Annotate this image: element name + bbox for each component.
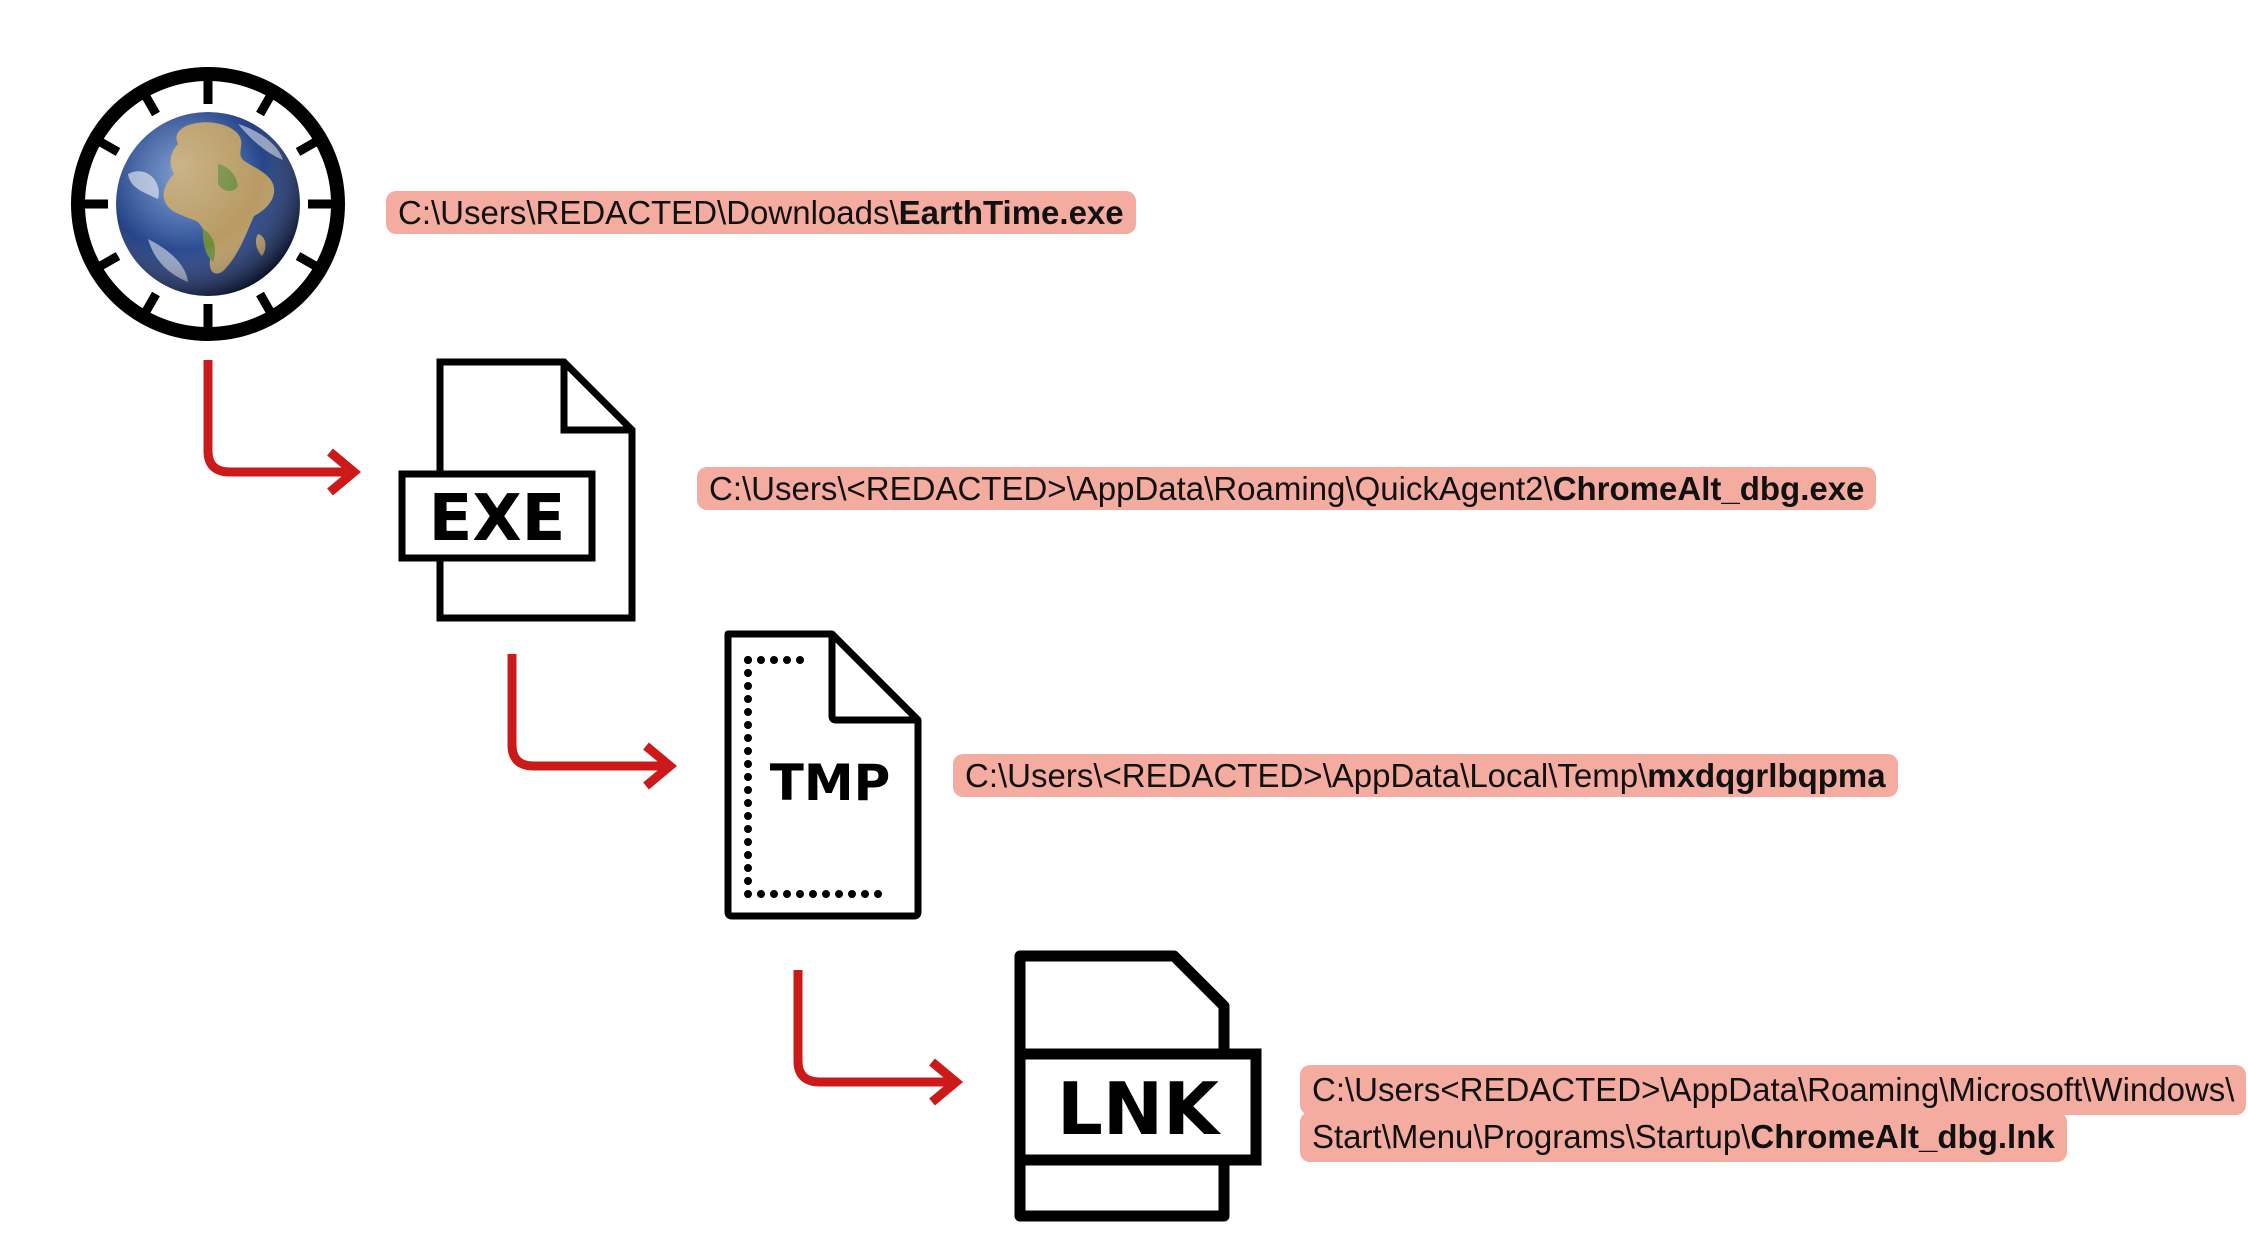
arrow-icon <box>793 970 964 1106</box>
file-name: mxdqgrlbqpma <box>1647 757 1886 794</box>
earth-clock-icon <box>71 67 345 341</box>
path-line1: C:\Users<REDACTED>\AppData\Roaming\Micro… <box>1312 1071 2235 1108</box>
path-prefix: C:\Users\<REDACTED>\AppData\Roaming\Quic… <box>709 470 1553 507</box>
arrow-icon <box>507 654 678 790</box>
file-name: EarthTime.exe <box>898 194 1124 231</box>
path-line2-prefix: Start\Menu\Programs\Startup\ <box>1312 1118 1751 1155</box>
file-name: ChromeAlt_dbg.exe <box>1552 470 1865 507</box>
file-name: ChromeAlt_dbg.lnk <box>1750 1118 2055 1155</box>
arrow-icon <box>203 360 362 496</box>
path-prefix: C:\Users\<REDACTED>\AppData\Local\Temp\ <box>965 757 1648 794</box>
path-label-temp: C:\Users\<REDACTED>\AppData\Local\Temp\m… <box>953 754 1898 798</box>
exe-icon-text: EXE <box>429 482 566 556</box>
tmp-icon-text: TMP <box>770 754 891 812</box>
tmp-file-icon: TMP <box>724 630 922 920</box>
exe-file-icon: EXE <box>398 358 636 622</box>
path-label-quickagent: C:\Users\<REDACTED>\AppData\Roaming\Quic… <box>697 467 1877 511</box>
path-label-startup: C:\Users<REDACTED>\AppData\Roaming\Micro… <box>1300 1065 2247 1162</box>
lnk-icon-text: LNK <box>1057 1067 1221 1151</box>
lnk-file-icon: LNK <box>1014 950 1262 1222</box>
path-prefix: C:\Users\REDACTED\Downloads\ <box>398 194 899 231</box>
path-label-downloads: C:\Users\REDACTED\Downloads\EarthTime.ex… <box>386 191 1136 235</box>
